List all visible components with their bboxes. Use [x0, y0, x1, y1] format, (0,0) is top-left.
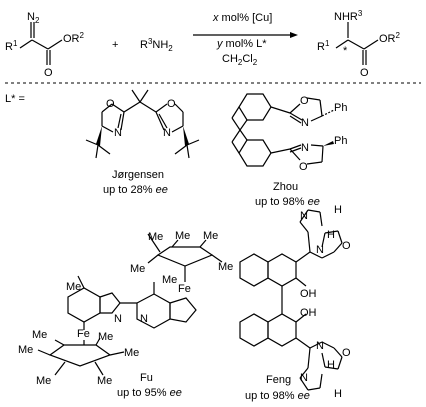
product-r1-label: R1 — [317, 39, 330, 53]
fu-me-6: Me — [162, 274, 177, 286]
fu-ligand-structure: Me Me Me Me Me Fe Me Me N N Fe Me Me Me … — [18, 230, 233, 387]
fu-me-3: Me — [203, 230, 218, 242]
zhou-ph-upper: Ph — [334, 102, 347, 114]
feng-h-top: H — [334, 204, 342, 216]
feng-h-upper: H — [327, 229, 335, 241]
jorgensen-result: up to 28% ee — [103, 184, 168, 196]
fu-result: up to 95% ee — [117, 387, 182, 399]
fu-me-7: Me — [66, 281, 81, 293]
fu-me-12: Me — [97, 375, 112, 387]
feng-ligand-structure: OH OH N O H N H N O H N H — [239, 204, 351, 400]
feng-n-upper: N — [316, 244, 324, 256]
diazo-r1-label: R1 — [5, 39, 18, 53]
fu-me-11: Me — [36, 375, 51, 387]
zhou-ligand-structure: O N Ph N O Ph — [231, 93, 347, 173]
fu-name: Fu — [140, 372, 153, 384]
feng-oh-lower: OH — [300, 307, 317, 319]
feng-n-ring-lower: N — [300, 372, 308, 384]
product-or2-label: OR2 — [379, 31, 401, 45]
fu-me-2: Me — [175, 230, 190, 242]
condition-ligand: y mol% L* — [216, 38, 267, 50]
zhou-atom-n-lower: N — [301, 142, 309, 154]
fu-fe-upper: Fe — [178, 283, 191, 295]
feng-o-upper: O — [342, 240, 351, 252]
fu-atom-n-right: N — [140, 313, 148, 325]
product-o-label: O — [360, 67, 369, 79]
jorgensen-atom-n-left: N — [114, 127, 122, 139]
ligand-label: L* = — [5, 93, 25, 105]
diazo-ester-structure: N2 R1 OR2 O — [5, 11, 85, 79]
fu-me-5: Me — [218, 261, 233, 273]
fu-atom-n-left: N — [114, 313, 122, 325]
jorgensen-atom-n-right: N — [163, 127, 171, 139]
diazo-o-label: O — [44, 67, 53, 79]
feng-h-lower: H — [327, 359, 335, 371]
feng-o-lower: O — [342, 347, 351, 359]
product-nhr3-label: NHR3 — [334, 9, 363, 23]
condition-catalyst: x mol% [Cu] — [212, 12, 272, 24]
feng-oh-upper: OH — [300, 288, 317, 300]
fu-me-4: Me — [130, 263, 145, 275]
diazo-n-label: N2 — [27, 11, 40, 25]
reaction-arrow — [193, 32, 298, 38]
amine-label: R3NH2 — [140, 37, 173, 53]
feng-n-ring-upper: N — [300, 210, 308, 222]
fu-me-1: Me — [148, 231, 163, 243]
feng-name: Feng — [266, 374, 291, 386]
plus-sign: + — [112, 39, 118, 51]
fu-fe-lower: Fe — [77, 328, 90, 340]
zhou-name: Zhou — [273, 181, 298, 193]
zhou-ph-lower: Ph — [334, 135, 347, 147]
feng-h-bottom: H — [334, 388, 342, 400]
product-stereocenter-star: * — [343, 45, 348, 57]
fu-me-9: Me — [98, 331, 113, 343]
zhou-atom-o-lower: O — [299, 161, 308, 173]
feng-result: up to 98% ee — [245, 390, 310, 402]
jorgensen-atom-o-right: O — [167, 98, 176, 110]
jorgensen-name: Jørgensen — [112, 169, 164, 181]
jorgensen-ligand-structure: O O N N — [85, 89, 200, 159]
diazo-or2-label: OR2 — [63, 31, 85, 45]
zhou-atom-o-upper: O — [300, 95, 309, 107]
zhou-atom-n-upper: N — [301, 117, 309, 129]
jorgensen-atom-o-left: O — [106, 98, 115, 110]
feng-n-lower: N — [316, 340, 324, 352]
zhou-result: up to 98% ee — [255, 196, 320, 208]
product-structure: NHR3 R1 * OR2 O — [317, 9, 401, 79]
fu-me-13: Me — [32, 329, 47, 341]
fu-me-8: Me — [18, 344, 33, 356]
fu-me-10: Me — [124, 347, 139, 359]
condition-solvent: CH2Cl2 — [222, 53, 258, 67]
